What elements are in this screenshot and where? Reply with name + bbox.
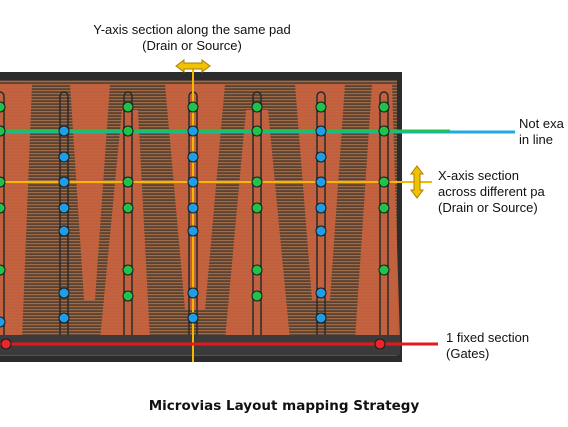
green-via [378,176,390,188]
green-via [251,125,263,137]
not-exact-label-line2: in line [519,132,553,147]
green-via [251,290,263,302]
x-section-label-line2: across different pa [438,184,545,199]
blue-via [315,287,327,299]
green-via [187,101,199,113]
red-gate-via [0,338,12,350]
blue-via [58,151,70,163]
blue-via [187,176,199,188]
green-via [0,202,6,214]
green-via [251,176,263,188]
copper-pad [295,84,345,300]
blue-via [58,225,70,237]
y-section-label-line1: Y-axis section along the same pad [93,22,291,37]
copper-pad [100,110,150,340]
fixed-section-label-line2: (Gates) [446,346,490,361]
figure-caption: Microvias Layout mapping Strategy [148,398,420,414]
blue-via [58,176,70,188]
not-exact-label-line1: Not exa [519,116,564,131]
blue-via [315,151,327,163]
green-via [122,202,134,214]
copper-pad [165,84,225,310]
green-via [378,202,390,214]
green-via [251,101,263,113]
green-via [122,290,134,302]
fixed-section-label: 1 fixed section (Gates) [446,330,529,362]
green-via [378,125,390,137]
fixed-section-label-line1: 1 fixed section [446,330,530,345]
green-via [251,202,263,214]
green-via [122,101,134,113]
blue-via [187,225,199,237]
blue-via [315,176,327,188]
gate-rail [0,91,5,343]
blue-via [0,316,6,328]
blue-via [315,202,327,214]
copper-pad [225,110,290,340]
blue-via [58,202,70,214]
blue-via [58,287,70,299]
blue-via [315,312,327,324]
x-section-label: X-axis section across different pa (Drai… [438,168,545,216]
red-gate-via [374,338,386,350]
y-section-arrow-icon [175,59,211,73]
green-via [378,101,390,113]
blue-via [58,125,70,137]
x-section-label-line3: (Drain or Source) [438,200,538,215]
gate-rails [0,91,389,343]
y-section-label: Y-axis section along the same pad (Drain… [56,22,328,54]
green-via [378,264,390,276]
x-section-label-line1: X-axis section [438,168,519,183]
blue-via [187,151,199,163]
green-via [0,264,6,276]
copper-pad [70,84,110,300]
green-via [0,176,6,188]
green-via [0,101,6,113]
green-via [0,125,6,137]
green-via [122,264,134,276]
y-section-label-line2: (Drain or Source) [142,38,242,53]
green-via [122,176,134,188]
microvias [0,101,390,350]
blue-via [187,287,199,299]
blue-via [315,125,327,137]
copper-pad [0,84,32,340]
green-via [122,125,134,137]
green-via [251,264,263,276]
green-via [315,101,327,113]
x-section-arrow-icon [410,165,424,199]
blue-via [187,312,199,324]
not-exact-label: Not exa in line [519,116,564,148]
blue-via [187,202,199,214]
blue-via [187,125,199,137]
blue-via [58,312,70,324]
blue-via [315,225,327,237]
